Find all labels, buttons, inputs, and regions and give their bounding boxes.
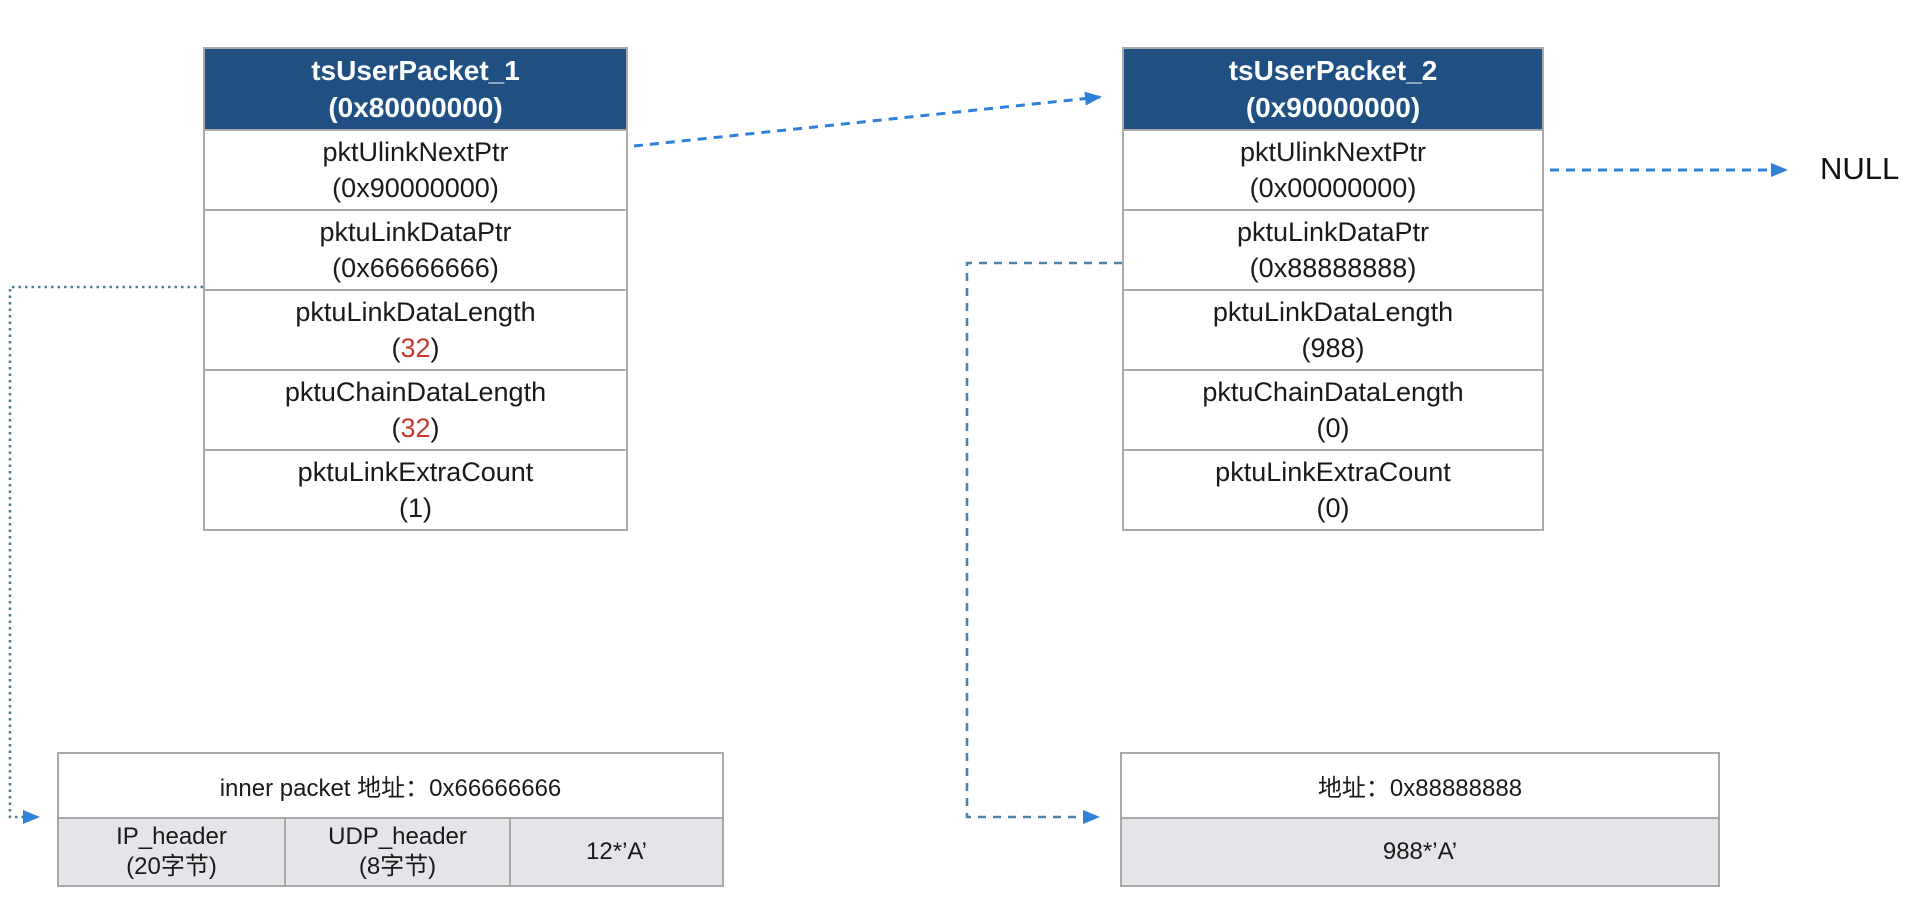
field-row-next-ptr: pktUlinkNextPtr (0x00000000): [1124, 129, 1542, 209]
packet-1-title: tsUserPacket_1: [311, 55, 520, 86]
field-label: pktUlinkNextPtr: [1239, 137, 1427, 167]
packet-box-tsUserPacket-1: tsUserPacket_1 (0x80000000) pktUlinkNext…: [203, 47, 628, 531]
packet-2-address: (0x90000000): [1245, 92, 1421, 123]
field-label: pktuChainDataLength: [1202, 377, 1464, 407]
field-label: pktuChainDataLength: [284, 377, 547, 407]
packet-box-tsUserPacket-2: tsUserPacket_2 (0x90000000) pktUlinkNext…: [1122, 47, 1544, 531]
field-row-next-ptr: pktUlinkNextPtr (0x90000000): [205, 129, 626, 209]
arrow-packet2-dataptr-to-buffer: [965, 261, 1122, 824]
field-label: pktuLinkDataPtr: [1236, 217, 1430, 247]
field-label: pktuLinkExtraCount: [1215, 457, 1451, 487]
field-value: (0x88888888): [1249, 253, 1417, 283]
field-value: (32): [391, 413, 440, 443]
mem-cell-udp-header: UDP_header (8字节): [284, 819, 509, 885]
packet-2-header: tsUserPacket_2 (0x90000000): [1124, 49, 1542, 129]
field-label: pktuLinkDataLength: [295, 297, 536, 327]
memory-box-inner-packet: inner packet 地址：0x66666666 IP_header (20…: [57, 752, 724, 887]
field-row-data-ptr: pktuLinkDataPtr (0x66666666): [205, 209, 626, 289]
field-row-data-length: pktuLinkDataLength (988): [1124, 289, 1542, 369]
field-value: (0): [1316, 493, 1350, 523]
mem-cell-payload: 988*’A’: [1382, 838, 1458, 865]
field-row-chain-length: pktuChainDataLength (0): [1124, 369, 1542, 449]
field-label: pktUlinkNextPtr: [322, 137, 509, 167]
mem-cell-ip-header: IP_header (20字节): [116, 823, 227, 880]
packet-2-title: tsUserPacket_2: [1228, 55, 1438, 86]
field-row-chain-length: pktuChainDataLength (32): [205, 369, 626, 449]
null-label: NULL: [1820, 151, 1900, 186]
field-row-extra-count: pktuLinkExtraCount (0): [1124, 449, 1542, 529]
field-label: pktuLinkDataLength: [1212, 297, 1454, 327]
field-value: (0x00000000): [1249, 173, 1417, 203]
memory-box-inner-packet-cells: IP_header (20字节) UDP_header (8字节) 12*’A’: [59, 817, 722, 885]
memory-box-data-buffer-title: 地址：0x88888888: [1317, 775, 1523, 802]
arrow-packet1-dataptr-to-inner-packet: [8, 285, 203, 824]
packet-1-address: (0x80000000): [328, 92, 503, 123]
mem-cell-payload: 12*’A’: [509, 819, 722, 885]
field-value: (0): [1316, 413, 1350, 443]
field-row-extra-count: pktuLinkExtraCount (1): [205, 449, 626, 529]
packet-1-header: tsUserPacket_1 (0x80000000): [205, 49, 626, 129]
field-value: (988): [1301, 333, 1365, 363]
memory-box-data-buffer: 地址：0x88888888 988*’A’: [1120, 752, 1720, 887]
field-value: (32): [391, 333, 440, 363]
field-value: (0x66666666): [332, 253, 499, 283]
field-row-data-length: pktuLinkDataLength (32): [205, 289, 626, 369]
memory-box-data-buffer-cells: 988*’A’: [1122, 817, 1718, 885]
field-label: pktuLinkDataPtr: [319, 217, 512, 247]
field-value: (0x90000000): [332, 173, 499, 203]
field-label: pktuLinkExtraCount: [297, 457, 534, 487]
memory-box-inner-packet-title: inner packet 地址：0x66666666: [219, 775, 562, 802]
field-row-data-ptr: pktuLinkDataPtr (0x88888888): [1124, 209, 1542, 289]
field-value: (1): [398, 493, 433, 523]
arrow-packet1-next-to-packet2: [633, 91, 1102, 148]
